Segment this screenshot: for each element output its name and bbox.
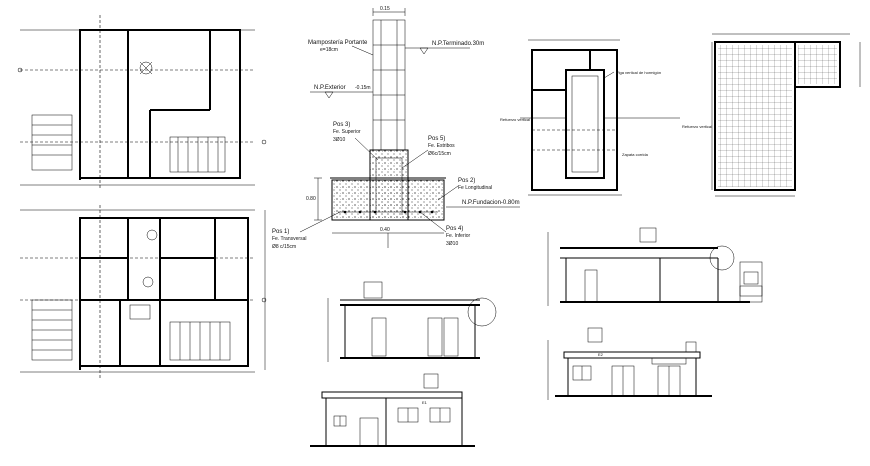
label-pos5-val: Ø6c/15cm — [428, 151, 451, 157]
floor-plan-top-left — [17, 15, 267, 190]
label-np-exterior: N.P.Exterior — [314, 85, 346, 91]
label-pos3: Pos 3) — [333, 122, 350, 128]
label-viga: Viga vertical de hormigón — [616, 70, 661, 75]
label-refuerzo-2: Refuerzo vertical — [682, 124, 712, 129]
dim-footing-base: 0.40 — [380, 227, 390, 233]
label-mamposteria: Mampostería Portante — [308, 40, 368, 46]
floor-plan-bottom-left — [20, 205, 267, 380]
foundation-section-detail: 0.15 0.80 0.40 Mampostería Portante e=18 — [272, 6, 520, 250]
label-mamposteria-sub: e=18cm — [320, 47, 338, 53]
wall-block-courses — [373, 44, 405, 121]
structural-plan-right-1: Viga vertical de hormigón Refuerzo verti… — [500, 39, 680, 196]
label-refuerzo: Refuerzo vertical — [500, 117, 530, 122]
label-pos1: Pos 1) — [272, 229, 289, 235]
dim-wall-width: 0.15 — [380, 6, 390, 12]
label-pos3-val: 3Ø10 — [333, 137, 345, 143]
label-pos4-sub: Fe. Inferior — [446, 233, 471, 239]
facade-bottom-right: E2 — [547, 327, 712, 400]
section-right — [547, 227, 763, 306]
label-elev-e1: E1 — [422, 400, 428, 405]
label-pos5: Pos 5) — [428, 136, 445, 142]
label-np-exterior-val: -0.15m — [355, 85, 371, 91]
label-np-terminado: N.P.Terminado.30m — [432, 41, 484, 47]
label-np-fundacion: N.P.Fundacion-0.80m — [462, 200, 520, 206]
stair-treads — [32, 124, 72, 156]
label-pos4-val: 3Ø10 — [446, 241, 458, 247]
label-zapata: Zapata corrida — [622, 152, 649, 157]
structural-plan-right-2: Refuerzo vertical — [682, 33, 861, 197]
label-pos1-sub: Fe. Transversal — [272, 236, 306, 242]
label-elev-e2: E2 — [598, 352, 604, 357]
label-pos3-sub: Fe. Superior — [333, 129, 361, 135]
dim-footing-height: 0.80 — [306, 196, 316, 202]
label-pos1-val: Ø8 c/15cm — [272, 244, 296, 250]
label-pos2: Pos 2) — [458, 178, 475, 184]
label-pos4: Pos 4) — [446, 226, 463, 232]
label-pos5-sub: Fe. Estribos — [428, 143, 455, 149]
label-pos2-sub: Fe Longitudinal — [458, 185, 492, 191]
section-center — [327, 281, 497, 362]
facade-bottom-center: E1 — [310, 373, 475, 447]
